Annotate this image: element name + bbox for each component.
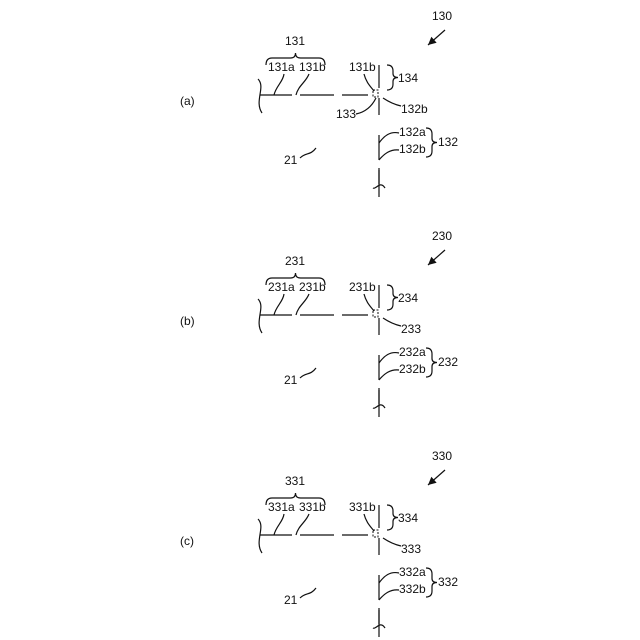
- upper-group-label: 231: [285, 254, 305, 268]
- panel-a: (a) 130 131 131a 131b 131b 134 132b 133 132a 132b 1…: [180, 9, 458, 197]
- area-leader: [300, 368, 316, 378]
- assembly-ref: 330: [432, 449, 452, 463]
- lower-a-label: 332a: [399, 565, 426, 579]
- area-leader: [300, 588, 316, 598]
- joint-right-leader: [383, 98, 401, 106]
- joint-top-brace: [387, 505, 398, 530]
- lower-group-brace: [426, 128, 437, 157]
- lower-b-leader: [379, 150, 399, 160]
- joint-left-label: 133: [336, 107, 356, 121]
- upper-right-label: 131b: [299, 60, 326, 74]
- upper-left-leader: [274, 294, 284, 315]
- horizontal-end-wave: [258, 79, 262, 113]
- joint-right-label: 333: [401, 542, 421, 556]
- lower-group-label: 232: [438, 355, 458, 369]
- upper-group-label: 331: [285, 474, 305, 488]
- joint-top-label: 134: [398, 71, 418, 85]
- upper-left-leader: [274, 74, 284, 95]
- upper-right-label: 231b: [299, 280, 326, 294]
- lower-b-label: 132b: [399, 142, 426, 156]
- joint-right-leader: [383, 538, 401, 546]
- joint-label: 131b: [349, 60, 376, 74]
- joint-top-brace: [387, 285, 398, 310]
- area-label: 21: [284, 153, 298, 167]
- lower-group-label: 132: [438, 135, 458, 149]
- lower-a-leader: [379, 353, 399, 363]
- panel-tag: (c): [180, 534, 194, 548]
- upper-right-label: 331b: [299, 500, 326, 514]
- upper-left-label: 231a: [268, 280, 295, 294]
- upper-right-leader: [296, 514, 309, 535]
- lower-b-leader: [379, 370, 399, 380]
- joint-label-leader: [364, 74, 374, 91]
- panel-tag: (a): [180, 94, 195, 108]
- upper-left-label: 131a: [268, 60, 295, 74]
- joint-label: 231b: [349, 280, 376, 294]
- panel-b: (b) 230 231 231a 231b 231b 234 233 232a 232b 232 21: [180, 229, 458, 417]
- lower-group-label: 332: [438, 575, 458, 589]
- joint-top-brace: [387, 65, 398, 90]
- upper-right-leader: [296, 74, 309, 95]
- joint-right-label: 132b: [401, 102, 428, 116]
- area-leader: [300, 148, 316, 158]
- lower-group-brace: [426, 568, 437, 597]
- lower-b-leader: [379, 590, 399, 600]
- upper-left-label: 331a: [268, 500, 295, 514]
- upper-group-label: 131: [285, 34, 305, 48]
- joint-right-label: 233: [401, 322, 421, 336]
- horizontal-end-wave: [258, 519, 262, 553]
- joint-right-leader: [383, 318, 401, 326]
- lower-a-leader: [379, 573, 399, 583]
- area-label: 21: [284, 593, 298, 607]
- area-label: 21: [284, 373, 298, 387]
- joint-label: 331b: [349, 500, 376, 514]
- horizontal-end-wave: [258, 299, 262, 333]
- lower-group-brace: [426, 348, 437, 377]
- joint-label-leader: [364, 294, 374, 311]
- lower-b-label: 232b: [399, 362, 426, 376]
- assembly-ref: 130: [432, 9, 452, 23]
- upper-left-leader: [274, 514, 284, 535]
- lower-a-leader: [379, 133, 399, 143]
- assembly-ref: 230: [432, 229, 452, 243]
- joint-top-label: 334: [398, 511, 418, 525]
- lower-a-label: 132a: [399, 125, 426, 139]
- joint-top-label: 234: [398, 291, 418, 305]
- lower-a-label: 232a: [399, 345, 426, 359]
- panel-tag: (b): [180, 314, 195, 328]
- panel-c: (c) 330 331 331a 331b 331b 334 333 332a 332b 332 21: [180, 449, 458, 637]
- joint-left-leader: [356, 98, 376, 114]
- lower-b-label: 332b: [399, 582, 426, 596]
- upper-right-leader: [296, 294, 309, 315]
- joint-label-leader: [364, 514, 374, 531]
